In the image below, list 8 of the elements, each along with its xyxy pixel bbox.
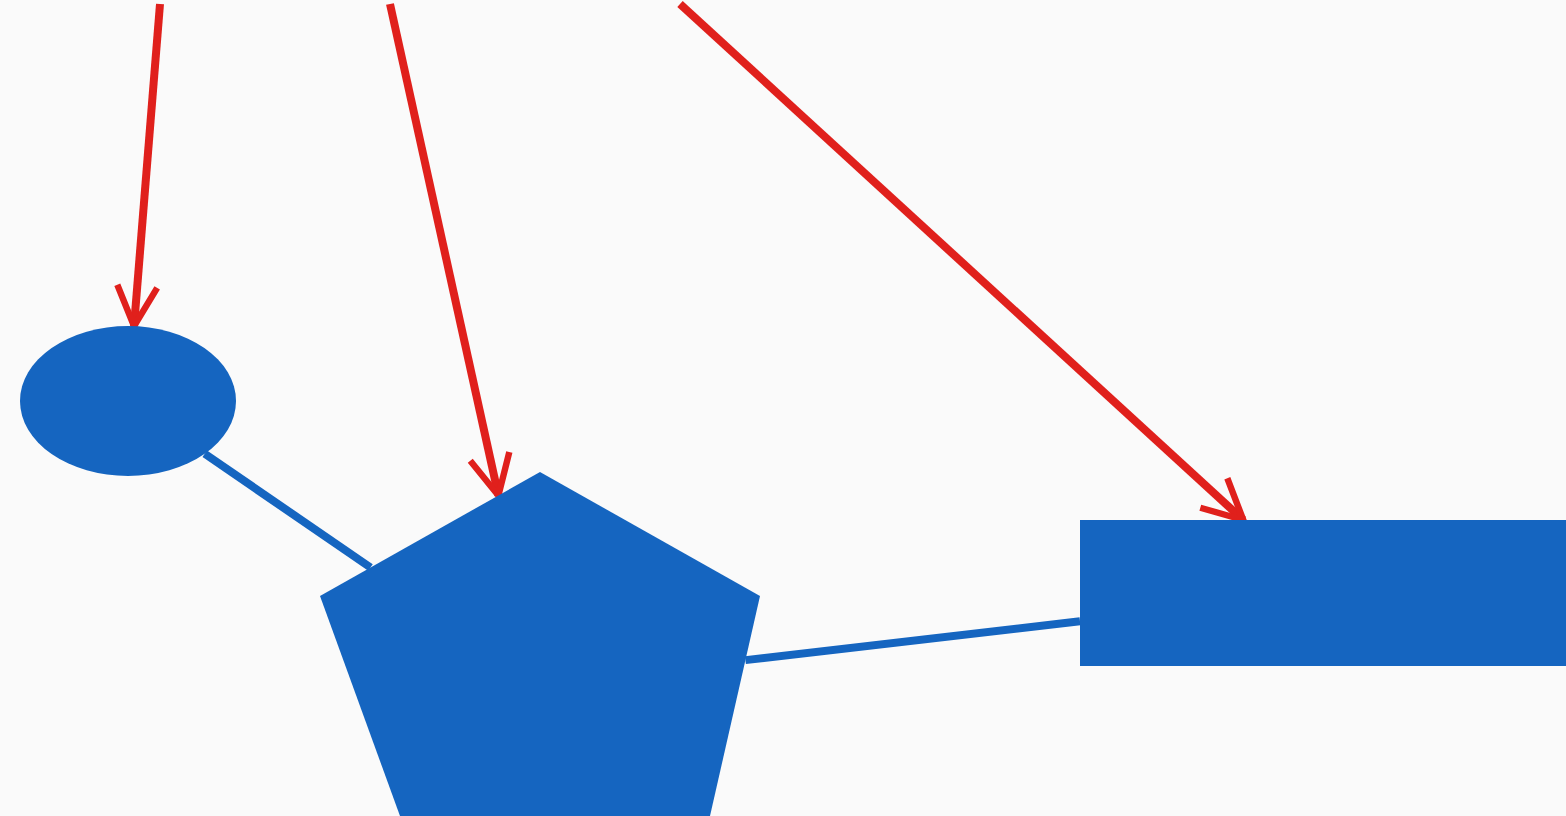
arrow: [386, 3, 513, 499]
arrow: [114, 3, 164, 330]
connector-line: [744, 617, 1081, 665]
pentagon-shape: [320, 472, 760, 816]
circle-shape: [20, 326, 236, 476]
rectangle-shape: [1080, 520, 1566, 666]
connector-line: [202, 450, 373, 571]
arrow: [677, 1, 1247, 524]
